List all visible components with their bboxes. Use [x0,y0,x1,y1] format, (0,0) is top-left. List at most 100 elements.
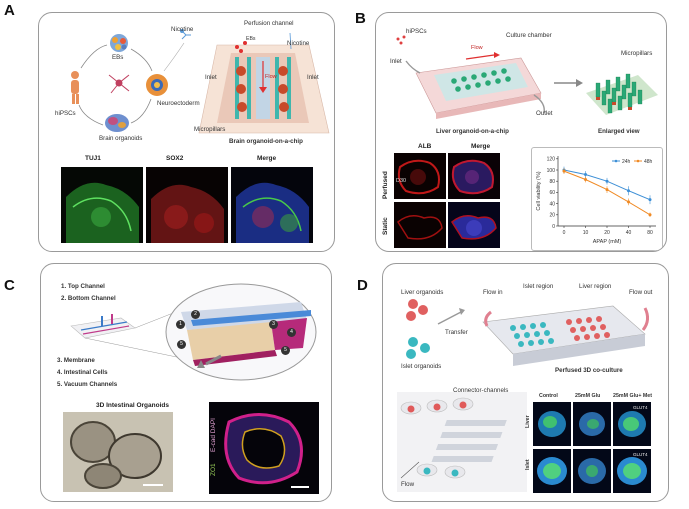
liver-glu-image [573,402,611,446]
neuroectoderm-icon [146,74,168,96]
islet-region-label: Islet region [523,283,554,290]
panel-letter-d: D [357,277,368,294]
cycle-arrows [78,44,153,126]
zo1-label: ZO1 [210,463,217,476]
human-figure-icon [71,71,79,104]
transfer-label: Transfer [445,329,468,336]
data-point-24h [648,198,652,202]
x-tick-label: 0 [563,230,566,236]
liver-chip-title: Liver organoid-on-a-chip [436,128,509,135]
organoids-title: 3D Intestinal Organoids [96,402,169,409]
chip-inlet-left-label: Inlet [205,74,217,81]
nicotine-icon [180,29,191,40]
panel-a: Nicotine EBs hiPSCs Neuroectoderm Brain … [38,12,335,252]
data-point-48h [648,213,652,217]
panel-c: 1. Top Channel 2. Bottom Channel 3. Memb… [40,263,332,502]
micropillars-label: Micropillars [194,126,226,133]
connector-channels-drawing [397,392,527,492]
liver-control-image [533,402,571,446]
perfused-merge-image [448,153,500,199]
y-tick-label: 20 [549,213,555,219]
hipscs-label: hiPSCs [406,28,427,35]
enlarged-view-title: Enlarged view [598,128,640,135]
glut4-label-islet: GLUT4 [633,452,648,457]
control-label: Control [539,393,558,399]
callout-1: 1 [176,320,185,329]
y-axis-label: Cell viability (%) [536,171,542,210]
static-label: Static [382,217,389,235]
islet-glu-met-image [613,449,651,493]
culture-chamber-label: Culture chamber [506,32,552,39]
ecad-dapi-label: E-cad DAPI [210,418,217,452]
chip-nicotine-label: Nicotine [287,40,310,47]
legend-marker-48h [636,159,640,163]
brain-organoid-differentiation-diagram [71,29,330,134]
glut4-label-liver: GLUT4 [633,405,648,410]
series-line-24h [563,169,651,201]
micropillar-array [586,73,658,115]
sox2-image [146,167,228,243]
panel-letter-c: C [4,277,15,294]
gut-chip-drawing [70,283,317,381]
glu25-label: 25mM Glu [575,393,601,399]
hipscs-label: hiPSCs [55,110,76,117]
flow-label: Flow [401,481,415,488]
tuj1-label: TUJ1 [85,155,101,162]
brain-organoid-icon [105,114,129,132]
intestinal-cells-label: 4. Intestinal Cells [57,369,108,376]
chip-inlet-right-label: Inlet [307,74,319,81]
coculture-chip-drawing [406,299,650,366]
neuron-icon [108,74,130,94]
tuj1-image [61,167,143,243]
top-channel-label: 1. Top Channel [61,283,105,290]
sox2-label: SOX2 [166,155,184,162]
liver-chip-drawing [396,35,658,119]
callout-5a: 5 [177,340,186,349]
flow-label: Flow [471,45,483,51]
static-alb-image [394,202,446,248]
perfused-alb-image [394,153,446,199]
islet-row-label: Islet [525,459,531,470]
connector-channels-label: Connector-channels [453,387,509,394]
x-tick-label: 20 [604,230,610,236]
liver-row-label: Liver [525,415,531,428]
liver-region-label: Liver region [579,283,612,290]
glu25met-label: 25mM Glu+ Met [613,393,652,399]
ebs-label: EBs [112,54,124,61]
panel-d: Liver organoids Flow in Islet region Liv… [382,263,669,502]
membrane-label: 3. Membrane [57,357,95,364]
y-tick-label: 60 [549,190,555,196]
data-point-48h [562,169,566,173]
data-point-24h [605,179,609,183]
merge-label: Merge [257,155,277,162]
panel-letter-a: A [4,2,15,19]
brain-chip-title: Brain organoid-on-a-chip [229,138,303,145]
ebs-cluster-icon [110,34,128,52]
flow-in-label: Flow in [483,289,503,296]
data-point-24h [584,172,587,176]
alb-label: ALB [418,143,432,150]
callout-5b: 5 [281,346,290,355]
data-point-48h [584,178,587,182]
liver-glu-met-image [613,402,651,446]
brain-chip-drawing [198,32,330,134]
data-point-48h [627,200,630,204]
y-tick-label: 100 [547,168,556,174]
y-tick-label: 0 [552,224,555,230]
legend-label-48h: 48h [644,159,653,165]
legend-label-24h: 24h [622,159,631,165]
intestinal-organoid-fluorescence-image [209,402,319,494]
chip-ebs-label: EBs [246,36,256,42]
micropillars-label: Micropillars [621,50,653,57]
panel-letter-b: B [355,10,366,27]
callout-4: 4 [287,328,296,337]
y-tick-label: 80 [549,179,555,185]
static-merge-image [448,202,500,248]
x-axis-label: APAP (mM) [593,239,622,245]
islet-organoids-label: Islet organoids [401,363,442,370]
coculture-label: Perfused 3D co-culture [555,367,623,374]
x-tick-label: 80 [647,230,653,236]
data-point-48h [605,188,609,192]
